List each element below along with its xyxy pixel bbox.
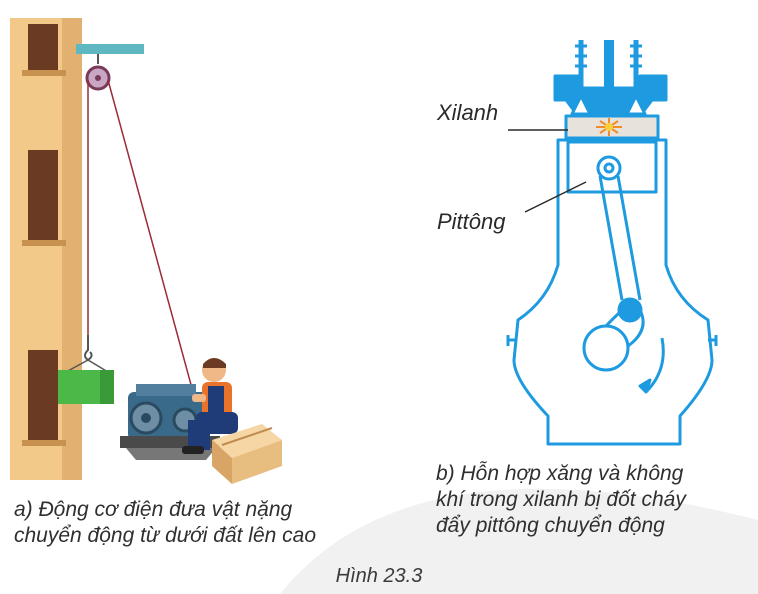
caption-b-line-3: đẩy pittông chuyển động [436,514,665,537]
hoist-beam [76,44,144,54]
crank-wheel [582,324,630,372]
worker [182,358,238,454]
piston-pin [596,155,622,181]
pulley-hub [95,75,101,81]
label-cylinder: Xilanh [437,100,499,125]
caption-b-line-1: b) Hỗn hợp xăng và không [436,462,684,485]
building-ledge-2 [22,240,66,246]
rotation-arrow [644,337,665,394]
pitton-leader-line [524,181,587,213]
panel-a-illustration [10,18,282,484]
building-ledge-1 [22,70,66,76]
crank-pin [617,297,643,323]
rope-to-motor [107,79,194,393]
caption-a-line-2: chuyển động từ dưới đất lên cao [14,524,317,547]
background-swoosh [280,488,758,594]
building-window-3 [28,350,58,440]
building-shade [62,18,82,480]
hook [84,335,93,362]
spark-burst [596,118,622,136]
cardboard-box [212,424,282,484]
caption-a: a) Động cơ điện đưa vật nặng chuyển động… [14,497,394,549]
building-ledge-3 [22,440,66,446]
caption-b-line-2: khí trong xilanh bị đốt cháy [436,488,686,511]
building-window-2 [28,150,58,240]
caption-a-line-1: a) Động cơ điện đưa vật nặng [14,498,293,521]
building-window-1 [28,24,58,70]
intake-valve [570,94,592,116]
green-load-box-side [100,370,114,404]
engine-block [512,138,714,446]
figure-title: Hình 23.3 [335,565,423,587]
caption-b: b) Hỗn hợp xăng và không khí trong xilan… [436,461,756,539]
label-piston: Pittông [437,209,506,234]
exhaust-valve [625,94,647,116]
panel-b-engine [506,40,718,446]
connecting-rod [598,175,642,301]
